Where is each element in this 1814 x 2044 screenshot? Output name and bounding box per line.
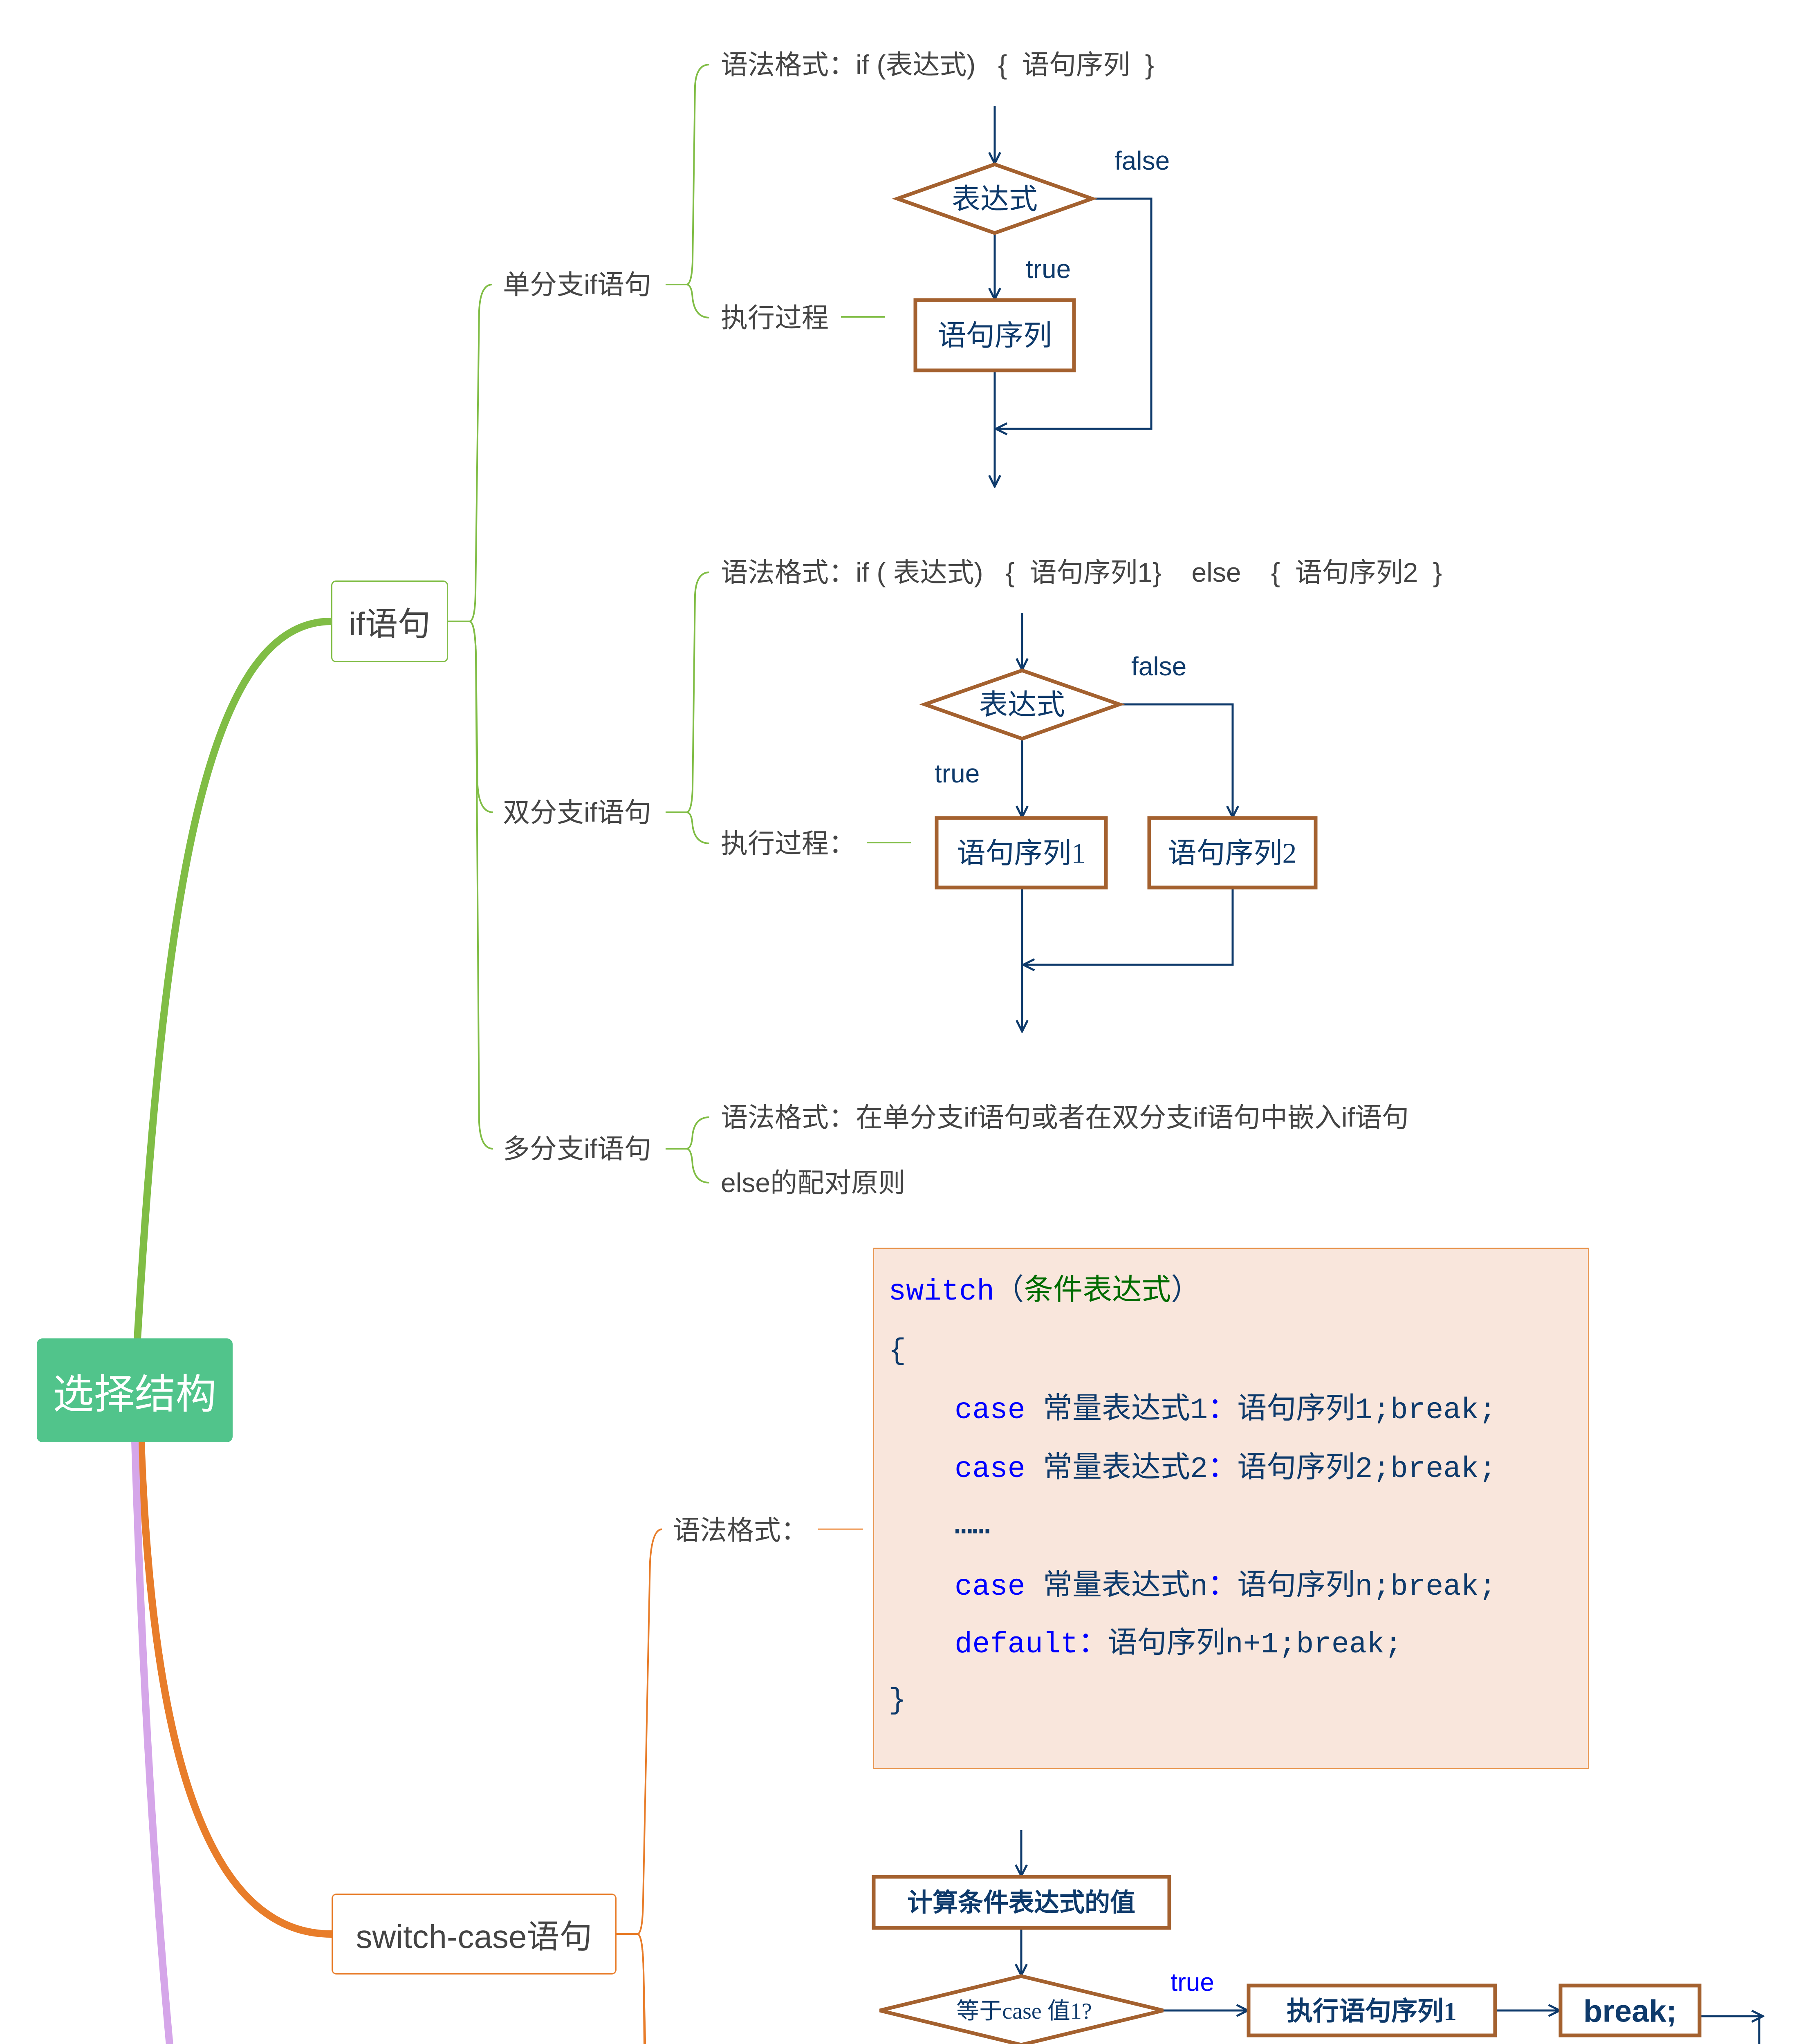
topic-single-syntax[interactable]: 语法格式：if (表达式) { 语句序列 } [721,49,1154,80]
true-label: true [1026,254,1071,284]
statement-box [913,298,1076,372]
break-1-label: break; [1583,1994,1677,2029]
flowchart-switch: 计算条件表达式的值 等于case 值1? true false 执行语句序列1 … [872,1830,1763,2044]
topic-switch-case[interactable]: switch-case语句 [332,1894,617,1975]
code-line-open-brace: { [888,1335,906,1367]
code-keyword: default [955,1628,1079,1661]
code-keyword: case [955,1394,1025,1427]
statement-2-label: 语句序列2 [1168,838,1297,870]
statement-1-label: 执行语句序列1 [1287,1997,1457,2026]
arrow-merge [1023,888,1234,965]
code-statement: 语句序列1;break; [1237,1394,1496,1427]
code-keyword: case [955,1452,1025,1486]
code-keyword: case [955,1570,1025,1604]
topic-switch-syntax[interactable]: 语法格式： [673,1515,808,1545]
compute-label: 计算条件表达式的值 [907,1889,1135,1917]
topic-single-branch-if[interactable]: 单分支if语句 [503,269,651,300]
code-statement: 语句序列n;break; [1237,1570,1496,1604]
code-brace: { [888,1334,906,1368]
false-label: false [1131,652,1186,681]
root-topic-label: 选择结构 [53,1371,217,1417]
arrow-false [1119,703,1233,817]
topic-double-process[interactable]: 执行过程： [721,828,856,858]
condition-diamond [892,162,1098,235]
code-condition-expression: 条件表达式 [1024,1275,1171,1309]
connector-to-single [469,284,493,622]
code-colon: ： [1208,1570,1238,1604]
branch-line-compare [131,1438,173,2044]
flowchart-single-if: 表达式 语句序列 false true [892,106,1170,486]
statement-2-box [1147,816,1318,890]
statement-1-box [1247,1983,1497,2037]
code-line-case-n: case 常量表达式n：语句序列n;break; [955,1571,1496,1603]
branch-line-if [134,618,335,1343]
connector-double-syntax [686,572,710,813]
code-ellipsis: …… [955,1509,990,1542]
code-colon: ： [1208,1394,1238,1427]
code-brace: } [888,1684,906,1717]
code-constant-expression: 常量表达式2 [1025,1452,1208,1486]
code-statement: 语句序列2;break; [1237,1452,1496,1486]
flowchart-double-if: 表达式 语句序列1 语句序列2 false true [919,613,1318,1031]
connector-switch-syntax [637,1529,662,1935]
connector-switch-dowhile [637,1933,645,2044]
if-sub-connectors [448,64,911,1183]
connector-multi-syntax [686,1116,710,1150]
case-1-diamond [879,1974,1164,2044]
topic-double-syntax[interactable]: 语法格式：if ( 表达式) { 语句序列1} else { 语句序列2 } [721,557,1442,587]
connector-to-multi [469,621,493,1150]
code-line-default: default：语句序列n+1;break; [955,1628,1402,1661]
connector-switch-process [637,1933,646,2044]
case-1-condition: 等于case 值1? [956,1999,1092,2024]
statement-1-box [935,816,1108,890]
switch-syntax-code-box: switch（条件表达式） { case 常量表达式1：语句序列1;break;… [873,1248,1589,1769]
condition-label: 表达式 [979,690,1065,721]
code-constant-expression: 常量表达式n [1025,1570,1208,1604]
false-label: false [1114,146,1170,175]
code-constant-expression: 常量表达式1 [1025,1394,1208,1427]
topic-multi-branch-if[interactable]: 多分支if语句 [503,1134,651,1164]
connector-to-double [469,621,493,813]
topic-multi-syntax[interactable]: 语法格式：在单分支if语句或者在双分支if语句中嵌入if语句 [721,1102,1409,1132]
root-topic[interactable]: 选择结构 [37,1338,233,1442]
compute-box [872,1875,1171,1930]
switch-sub-connectors [617,1529,863,2044]
statement-label: 语句序列 [937,320,1052,352]
connector-double-process [686,811,710,844]
code-colon: ： [1208,1452,1238,1486]
topic-single-process[interactable]: 执行过程 [721,303,829,333]
code-keyword: switch [888,1275,995,1309]
arrow-false-bypass [996,197,1153,429]
topic-if-statement[interactable]: if语句 [331,580,448,662]
code-paren-open: （ [994,1275,1024,1309]
code-line-case-1: case 常量表达式1：语句序列1;break; [955,1394,1496,1427]
break-1-box [1558,1983,1702,2037]
connector-multi-else [686,1148,710,1183]
true-label: true [935,759,980,788]
code-line-ellipsis: …… [955,1509,990,1542]
condition-diamond [919,668,1125,741]
topic-else-matching-rule[interactable]: else的配对原则 [721,1168,906,1198]
condition-label: 表达式 [952,184,1038,215]
connector-single-syntax [686,64,710,285]
code-line-case-2: case 常量表达式2：语句序列2;break; [955,1453,1496,1486]
topic-if-statement-label: if语句 [349,606,431,642]
code-colon: ： [1078,1628,1108,1661]
branch-line-switch [137,1438,335,1938]
topic-switch-case-label: switch-case语句 [356,1918,592,1955]
code-line-switch-header: switch（条件表达式） [888,1275,1200,1308]
statement-1-label: 语句序列1 [957,838,1086,870]
case-1-true-label: true [1170,1968,1214,1997]
topic-double-branch-if[interactable]: 双分支if语句 [503,797,651,827]
code-statement: 语句序列n+1;break; [1108,1628,1402,1661]
connector-single-process [686,284,710,318]
code-line-close-brace: } [888,1684,906,1717]
code-paren-close: ） [1171,1275,1201,1309]
